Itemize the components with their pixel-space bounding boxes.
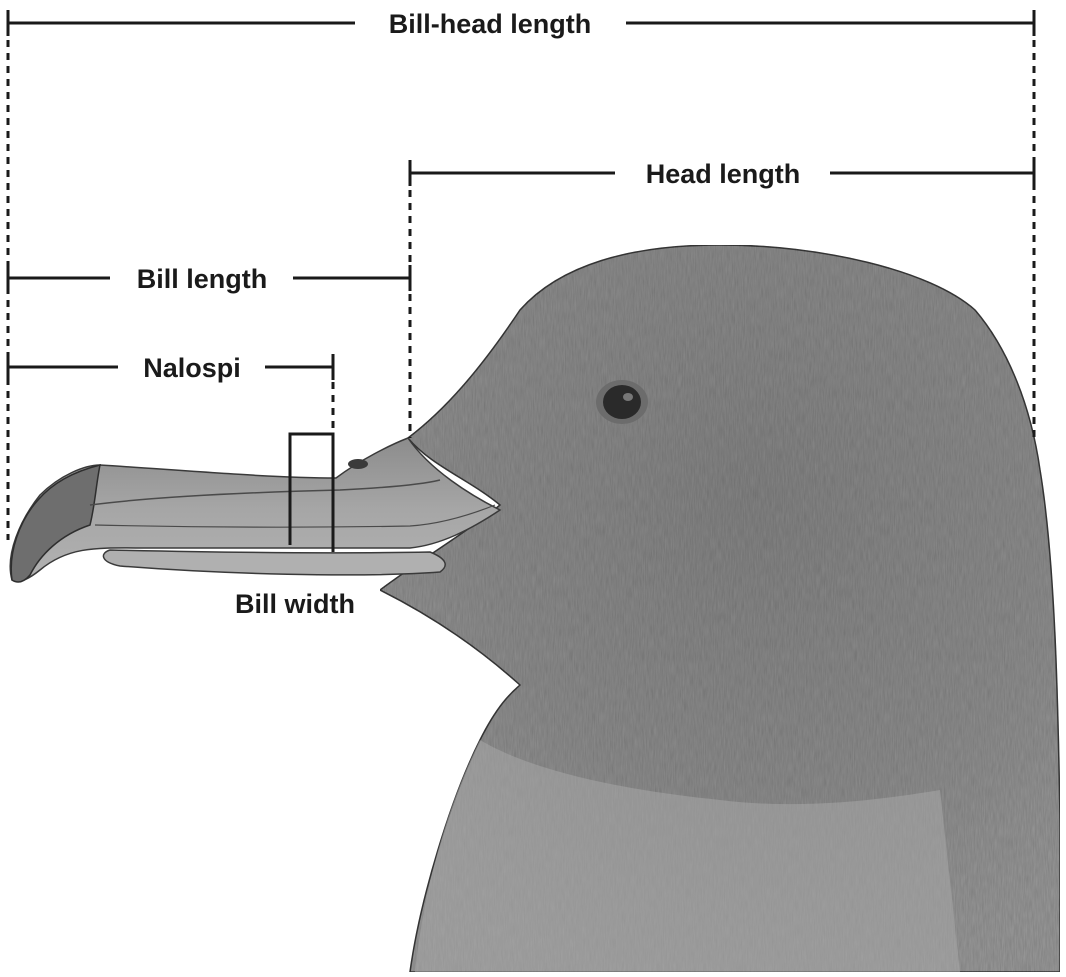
bill-width-label: Bill width — [235, 589, 355, 619]
eye — [596, 380, 648, 424]
bill — [10, 438, 500, 582]
bill-length-measure: Bill length — [8, 264, 410, 294]
bill-length-label: Bill length — [137, 264, 268, 294]
lower-mandible — [103, 550, 445, 575]
nostril — [348, 459, 368, 469]
nalospi-measure: Nalospi — [8, 353, 333, 434]
nalospi-label: Nalospi — [143, 353, 241, 383]
bill-head-length-label: Bill-head length — [389, 9, 592, 39]
head-length-label: Head length — [646, 159, 801, 189]
